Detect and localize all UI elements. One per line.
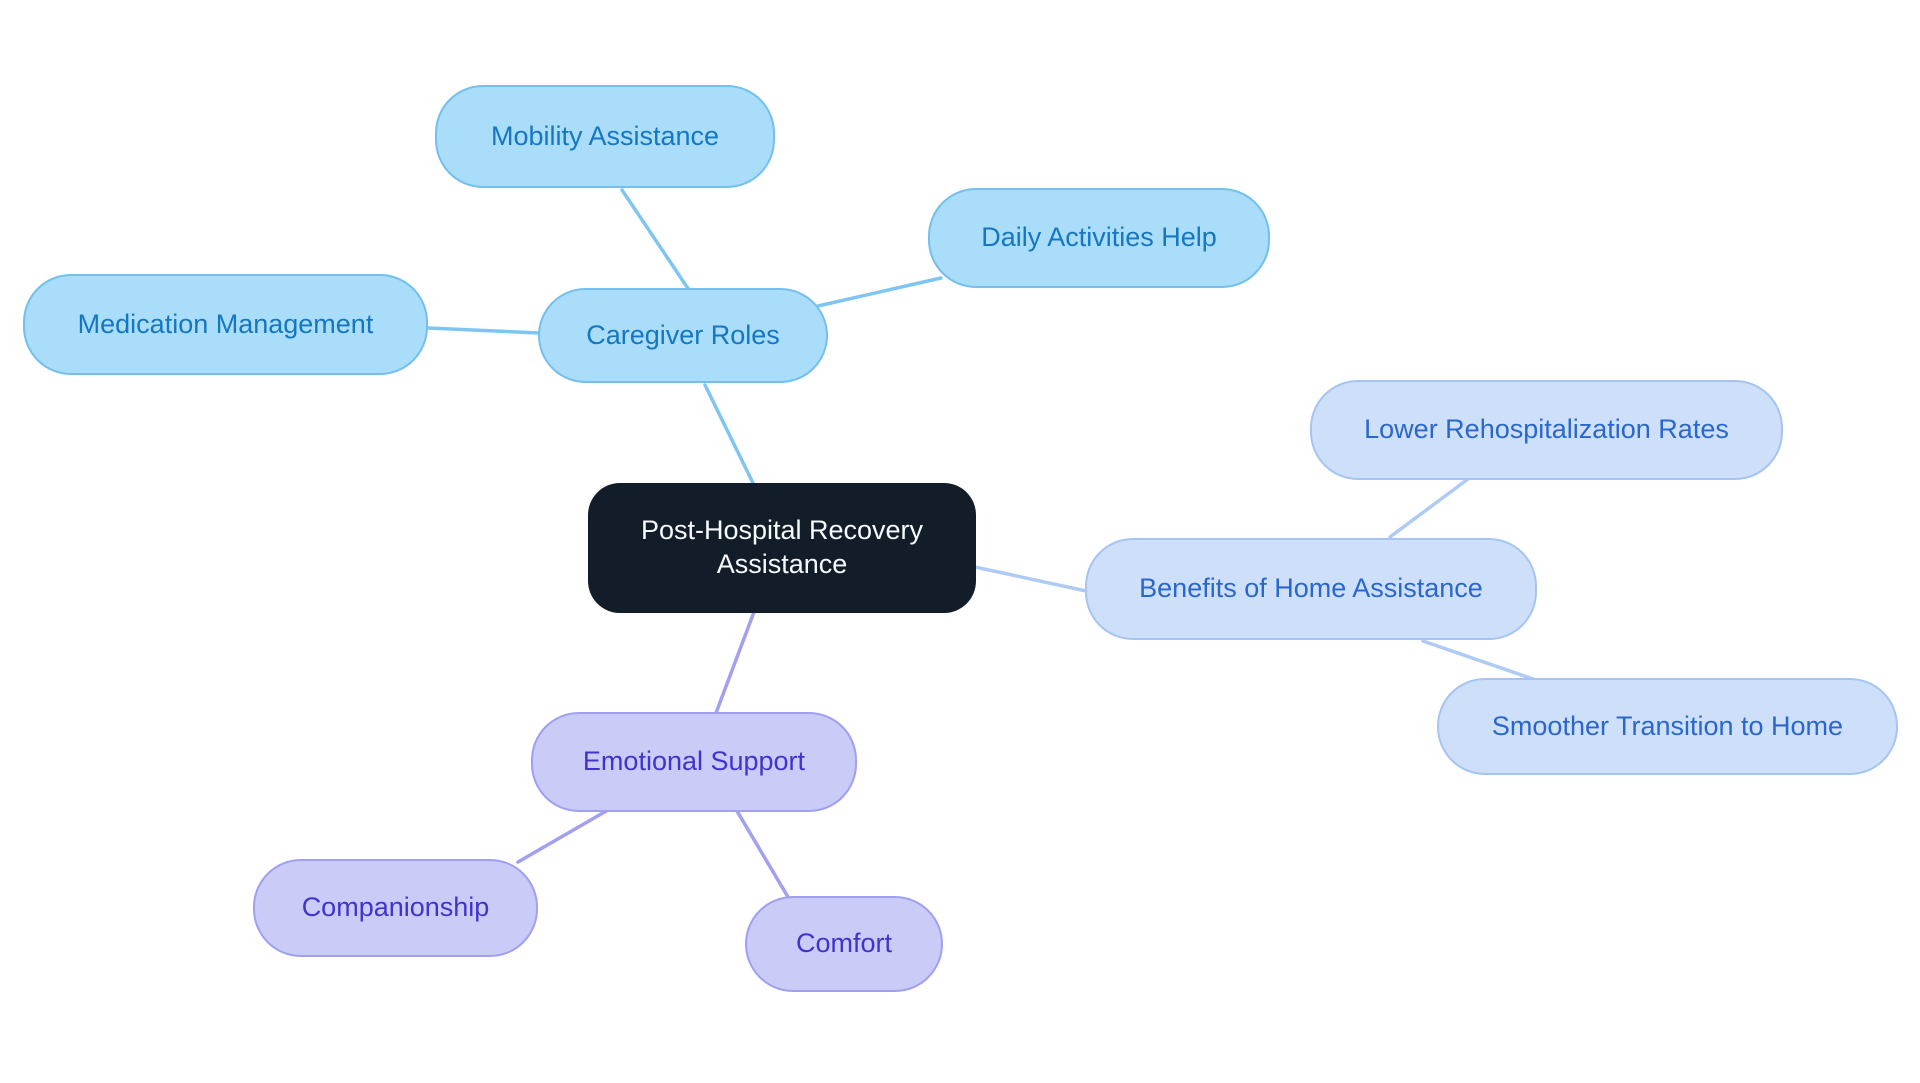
node-comfort[interactable]: Comfort bbox=[745, 896, 943, 992]
edge-caregiver-mobility bbox=[620, 188, 691, 292]
node-mobility-assistance[interactable]: Mobility Assistance bbox=[435, 85, 775, 188]
node-daily-activities-help[interactable]: Daily Activities Help bbox=[928, 188, 1270, 288]
edge-benefits-smoother bbox=[1421, 639, 1535, 681]
node-benefits-of-home-assistance-label: Benefits of Home Assistance bbox=[1139, 573, 1483, 604]
node-emotional-support[interactable]: Emotional Support bbox=[531, 712, 857, 812]
edge-emotional-comfort bbox=[735, 809, 790, 899]
node-root[interactable]: Post-Hospital Recovery Assistance bbox=[588, 483, 976, 613]
node-comfort-label: Comfort bbox=[795, 928, 893, 959]
node-mobility-assistance-label: Mobility Assistance bbox=[490, 120, 720, 151]
node-companionship[interactable]: Companionship bbox=[253, 859, 538, 957]
edge-root-benefits bbox=[973, 565, 1088, 593]
node-medication-management-label: Medication Management bbox=[77, 308, 374, 339]
node-smoother-transition-to-home[interactable]: Smoother Transition to Home bbox=[1437, 678, 1898, 775]
node-caregiver-roles-label: Caregiver Roles bbox=[586, 319, 780, 350]
edge-benefits-lower-rehosp bbox=[1388, 477, 1470, 539]
node-emotional-support-label: Emotional Support bbox=[582, 746, 806, 777]
edge-emotional-companionship bbox=[516, 808, 610, 864]
node-caregiver-roles[interactable]: Caregiver Roles bbox=[538, 288, 828, 383]
node-companionship-label: Companionship bbox=[301, 892, 490, 923]
node-lower-rehospitalization-rates-label: Lower Rehospitalization Rates bbox=[1364, 414, 1729, 445]
node-benefits-of-home-assistance[interactable]: Benefits of Home Assistance bbox=[1085, 538, 1537, 640]
node-root-label: Post-Hospital Recovery Assistance bbox=[640, 515, 924, 579]
node-medication-management[interactable]: Medication Management bbox=[23, 274, 428, 375]
edge-root-caregiver bbox=[703, 383, 755, 485]
edge-root-emotional bbox=[714, 610, 756, 715]
edge-caregiver-daily bbox=[816, 276, 943, 308]
node-daily-activities-help-label: Daily Activities Help bbox=[981, 222, 1217, 253]
node-lower-rehospitalization-rates[interactable]: Lower Rehospitalization Rates bbox=[1310, 380, 1783, 480]
edge-caregiver-medication bbox=[427, 326, 541, 335]
node-smoother-transition-to-home-label: Smoother Transition to Home bbox=[1491, 710, 1844, 741]
